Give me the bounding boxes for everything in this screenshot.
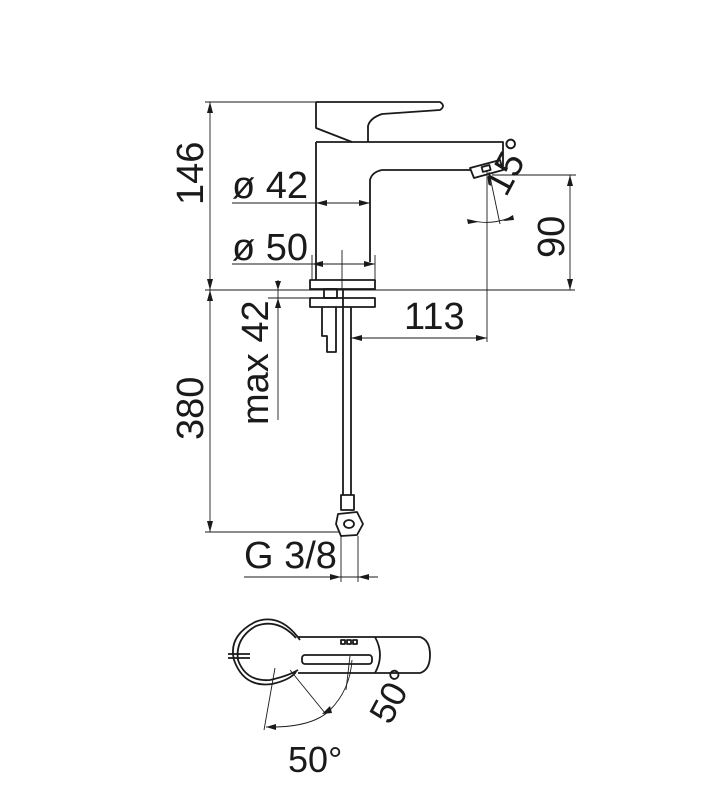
faucet-top-view — [228, 618, 431, 731]
dim-146: 146 — [170, 142, 212, 205]
dimension-lines — [205, 101, 576, 582]
dim-90: 90 — [531, 216, 573, 258]
dim-diameter-42: ø 42 — [232, 165, 308, 207]
dim-380: 380 — [170, 377, 212, 440]
dim-lever-angle-left: 50° — [288, 739, 342, 780]
dim-113: 113 — [404, 296, 465, 338]
dim-diameter-50: ø 50 — [232, 227, 308, 269]
dim-max-42: max 42 — [235, 300, 277, 425]
dim-g38: G 3/8 — [244, 535, 337, 577]
